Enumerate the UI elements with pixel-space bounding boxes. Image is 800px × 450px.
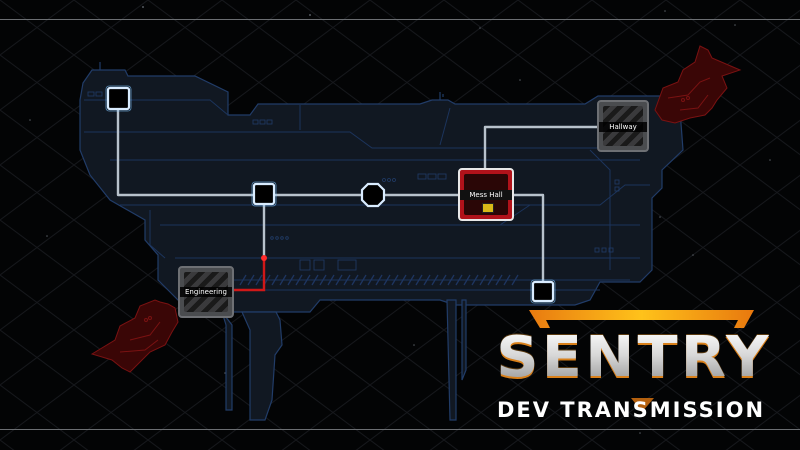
enemy-ship-top-right-icon <box>654 45 742 124</box>
logo-chevron-icon <box>529 310 754 412</box>
room-label: Engineering <box>180 287 232 297</box>
game-title: Sentry <box>477 328 792 388</box>
enemy-ship-bottom-left-icon <box>90 299 179 373</box>
corridor-alert-red <box>234 258 266 292</box>
node-center-icon <box>360 182 386 208</box>
hazard-icon <box>482 203 494 213</box>
sentry-logo: Sentry DEV TRANSMISSION <box>484 306 784 426</box>
room-label: Hallway <box>599 122 647 132</box>
corridor-to-lower-node <box>514 193 545 282</box>
subtitle: DEV TRANSMISSION <box>496 398 766 422</box>
room-label: Mess Hall <box>460 190 512 200</box>
alert-marker-icon <box>261 255 267 261</box>
node-bottom-right-icon <box>531 280 555 303</box>
corridor-to-hallway <box>483 125 598 168</box>
node-center-left-icon <box>252 182 276 206</box>
room-mess-hall[interactable]: Mess Hall <box>458 168 514 221</box>
room-hallway[interactable]: Hallway <box>597 100 649 152</box>
node-top-left-icon <box>106 86 131 111</box>
corridor-main <box>116 100 460 197</box>
room-engineering[interactable]: Engineering <box>178 266 234 318</box>
